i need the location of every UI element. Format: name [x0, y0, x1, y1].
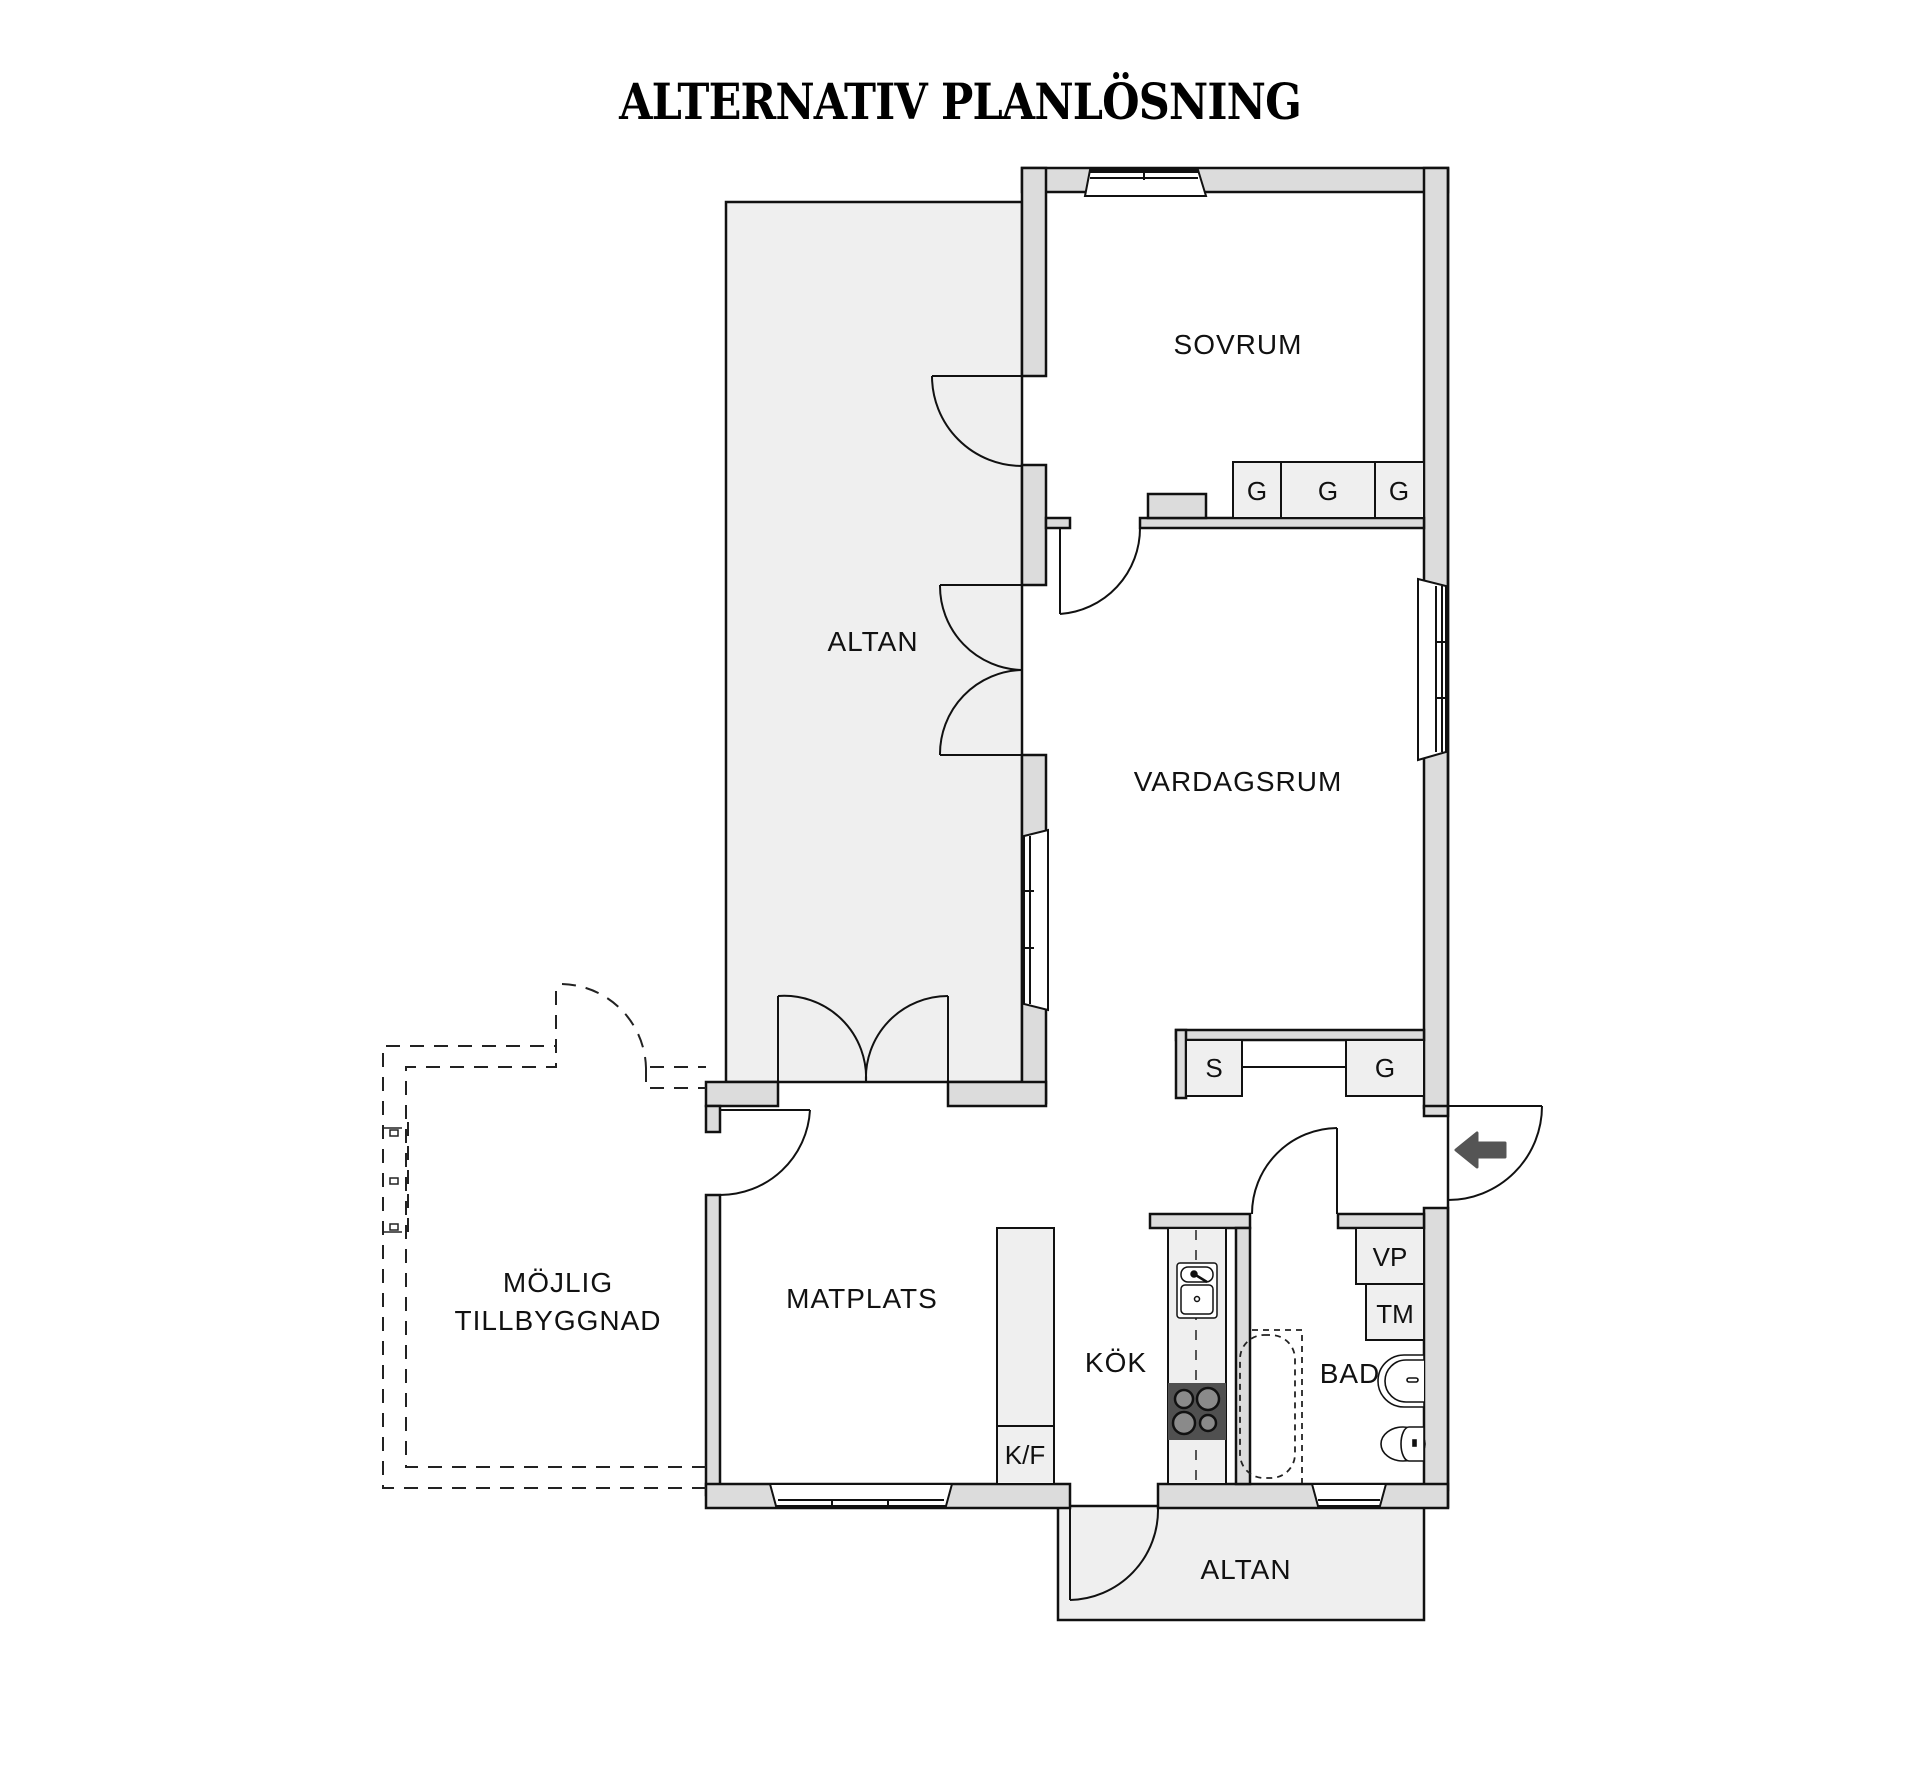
page-title: ALTERNATIV PLANLÖSNING [619, 72, 1302, 131]
terrace-large [724, 200, 1024, 1084]
room-label-altan-small: ALTAN [1200, 1554, 1291, 1585]
room-label-tillbyggnad-2: TILLBYGGNAD [454, 1305, 661, 1336]
dryer-label: TM [1376, 1299, 1414, 1329]
room-label-bad: BAD [1320, 1358, 1381, 1389]
window-bedroom [1083, 169, 1208, 197]
kitchen-counter [1167, 1227, 1227, 1485]
room-label-tillbyggnad-1: MÖJLIG [503, 1267, 613, 1298]
wardrobe-label-3: G [1389, 476, 1409, 506]
window-extension [383, 1127, 402, 1233]
fridge-freezer-label: K/F [1005, 1440, 1045, 1470]
window-dining [768, 1483, 954, 1508]
fixture-labels: G G G S G VP TM K/F [1005, 476, 1414, 1470]
water-heater-label: VP [1373, 1242, 1408, 1272]
window-bath [1310, 1483, 1388, 1507]
possible-extension [382, 983, 706, 1489]
wardrobe-label-2: G [1318, 476, 1338, 506]
bathtub-icon [1239, 1329, 1303, 1483]
washbasin-icon [1377, 1354, 1425, 1408]
doors [719, 375, 1543, 1601]
arrow-left-icon [1454, 1131, 1507, 1169]
room-label-sovrum: SOVRUM [1174, 329, 1303, 360]
kitchen-sink-icon [1176, 1262, 1218, 1319]
window-living-left [1022, 828, 1049, 1012]
bath-units [1355, 1227, 1425, 1341]
toilet-icon [1380, 1426, 1426, 1462]
bedroom-wardrobes [1232, 461, 1425, 519]
room-label-kok: KÖK [1085, 1347, 1147, 1378]
window-living-right [1417, 577, 1448, 762]
fridge-freezer-unit [996, 1227, 1055, 1485]
wardrobe-label-1: G [1247, 476, 1267, 506]
hall-closets [1185, 1039, 1425, 1097]
room-label-matplats: MATPLATS [786, 1283, 938, 1314]
room-label-vardagsrum: VARDAGSRUM [1134, 766, 1343, 797]
wardrobe-label-hall: G [1375, 1053, 1395, 1083]
storage-label-s: S [1205, 1053, 1222, 1083]
stove-icon [1168, 1383, 1226, 1440]
room-label-altan-large: ALTAN [827, 626, 918, 657]
room-labels: SOVRUM ALTAN VARDAGSRUM MATPLATS KÖK BAD… [454, 329, 1381, 1585]
